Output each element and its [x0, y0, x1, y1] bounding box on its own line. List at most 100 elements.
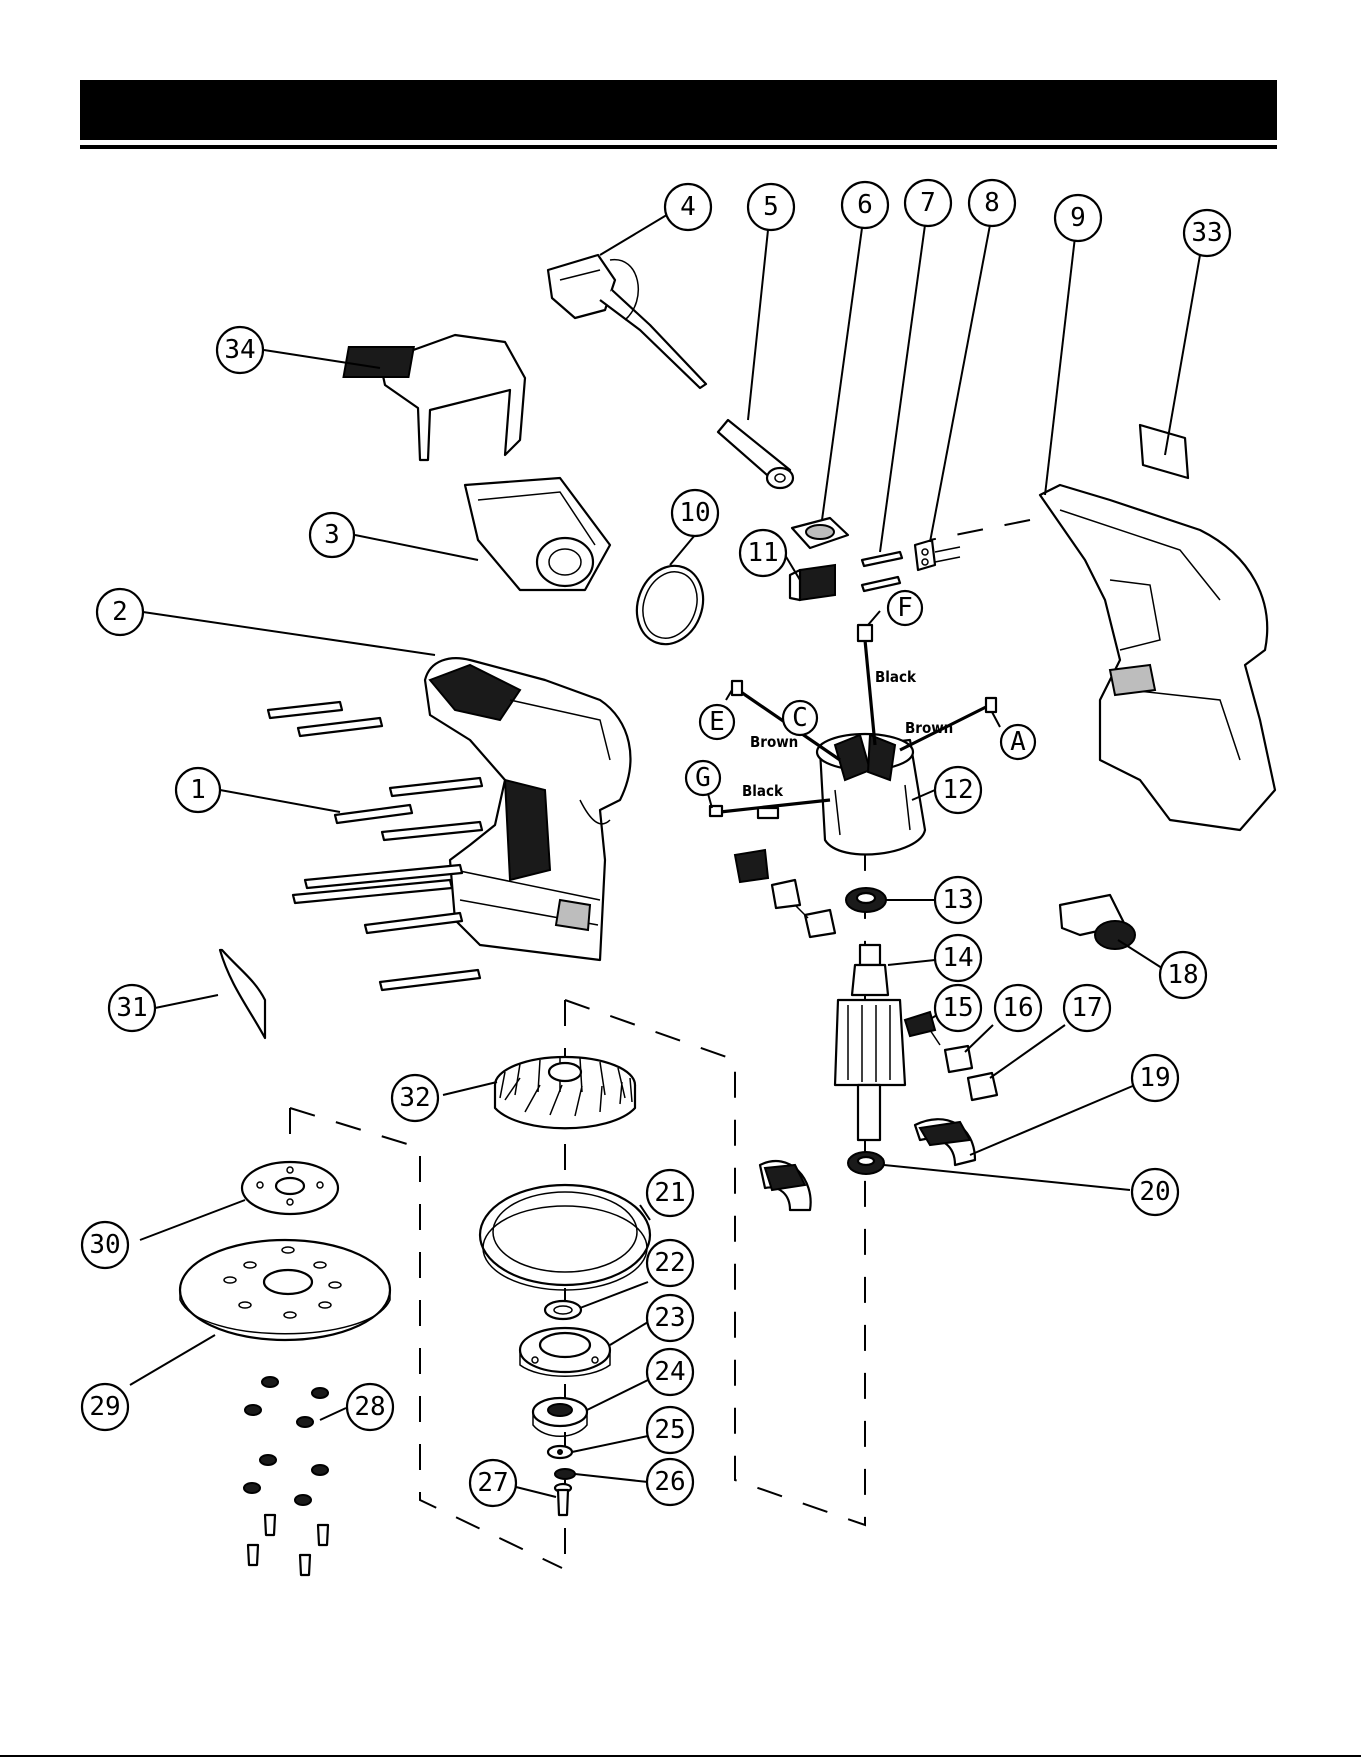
callout-18-label: 18: [1167, 960, 1198, 990]
callout-15-label: 15: [942, 993, 973, 1023]
terminal-e-label: E: [709, 707, 725, 737]
callout-29: 29: [82, 1384, 128, 1430]
terminal-c: C: [783, 701, 817, 735]
part-9-housing-right: [1040, 485, 1275, 830]
callout-3: 3: [310, 513, 354, 557]
part-25-washer: [548, 1446, 572, 1458]
callout-31-label: 31: [116, 993, 147, 1023]
part-24-bearing: [533, 1398, 587, 1436]
callout-10: 10: [672, 490, 718, 536]
callout-4-label: 4: [680, 192, 696, 222]
callout-12: 12: [935, 767, 981, 813]
callout-26-label: 26: [654, 1467, 685, 1497]
part-33-label: [1140, 425, 1188, 478]
part-11-switch: [790, 565, 835, 600]
callout-11: 11: [740, 530, 786, 576]
part-29-sanding-pad: [180, 1240, 390, 1340]
terminal-g-label: G: [695, 763, 711, 793]
callout-18: 18: [1160, 952, 1206, 998]
callout-6-label: 6: [857, 190, 873, 220]
callout-16-label: 16: [1002, 993, 1033, 1023]
left-baffle: [760, 1161, 811, 1210]
terminal-f-label: F: [897, 593, 913, 623]
callout-32-label: 32: [399, 1083, 430, 1113]
part-34-top-cover: [344, 335, 525, 460]
callout-25-label: 25: [654, 1415, 685, 1445]
callout-14-label: 14: [942, 943, 973, 973]
callout-21-label: 21: [654, 1178, 685, 1208]
callout-34-label: 34: [224, 335, 255, 365]
callout-33-label: 33: [1191, 218, 1222, 248]
part-22-washer: [545, 1301, 581, 1319]
part-21-ring: [480, 1185, 650, 1290]
callout-20: 20: [1132, 1169, 1178, 1215]
callout-7: 7: [905, 180, 951, 226]
callout-4: 4: [665, 184, 711, 230]
callout-3-label: 3: [324, 520, 340, 550]
callout-33: 33: [1184, 210, 1230, 256]
part-20-bearing: [848, 1152, 884, 1174]
callout-17-label: 17: [1071, 993, 1102, 1023]
callout-23-label: 23: [654, 1303, 685, 1333]
callout-31: 31: [109, 985, 155, 1031]
callout-1: 1: [176, 768, 220, 812]
callout-15: 15: [935, 985, 981, 1031]
part-18-cover: [1060, 895, 1135, 949]
part-32-fan: [495, 1057, 635, 1128]
callout-13: 13: [935, 877, 981, 923]
callout-28-label: 28: [354, 1392, 385, 1422]
part-7-screws: [862, 552, 902, 591]
part-5-cord-sleeve: [718, 420, 793, 488]
callout-24-label: 24: [654, 1357, 685, 1387]
callout-23: 23: [647, 1295, 693, 1341]
part-26-washer: [555, 1469, 575, 1479]
callout-2-label: 2: [112, 597, 128, 627]
part-27-screw: [555, 1484, 571, 1515]
terminal-a-label: A: [1010, 727, 1026, 757]
terminal-g: G: [686, 761, 720, 795]
callout-6: 6: [842, 182, 888, 228]
callout-5: 5: [748, 184, 794, 230]
callout-8-label: 8: [984, 188, 1000, 218]
callout-11-label: 11: [747, 538, 778, 568]
part-23-bearing-housing: [520, 1328, 610, 1376]
callout-9-label: 9: [1070, 203, 1086, 233]
part-14-armature: [835, 945, 905, 1140]
terminal-f: F: [888, 591, 922, 625]
part-28-pad-screws: [244, 1377, 328, 1575]
callout-28: 28: [347, 1384, 393, 1430]
callout-5-label: 5: [763, 192, 779, 222]
brush-holders-upper: [735, 850, 835, 937]
callout-2: 2: [97, 589, 143, 635]
callout-17: 17: [1064, 985, 1110, 1031]
part-8-cord-clamp: [915, 540, 960, 570]
wire-label-black-left: Black: [742, 782, 784, 800]
callout-26: 26: [647, 1459, 693, 1505]
callout-24: 24: [647, 1349, 693, 1395]
callout-19: 19: [1132, 1055, 1178, 1101]
part-31-label: [220, 950, 265, 1038]
callout-21: 21: [647, 1170, 693, 1216]
callout-22: 22: [647, 1240, 693, 1286]
part-30-pad-plate: [242, 1162, 338, 1214]
callout-1-label: 1: [190, 775, 206, 805]
callout-9: 9: [1055, 195, 1101, 241]
callout-30: 30: [82, 1222, 128, 1268]
callout-19-label: 19: [1139, 1063, 1170, 1093]
callout-30-label: 30: [89, 1230, 120, 1260]
part-4-power-cord: [548, 255, 706, 388]
part-6-switch-button: [792, 518, 848, 548]
part-3-dust-box: [465, 478, 610, 590]
callout-10-label: 10: [679, 498, 710, 528]
callout-20-label: 20: [1139, 1177, 1170, 1207]
callout-12-label: 12: [942, 775, 973, 805]
callout-27: 27: [470, 1460, 516, 1506]
callout-29-label: 29: [89, 1392, 120, 1422]
callout-14: 14: [935, 935, 981, 981]
callout-27-label: 27: [477, 1468, 508, 1498]
callout-8: 8: [969, 180, 1015, 226]
callout-34: 34: [217, 327, 263, 373]
callout-32: 32: [392, 1075, 438, 1121]
part-12-stator: [817, 734, 925, 854]
